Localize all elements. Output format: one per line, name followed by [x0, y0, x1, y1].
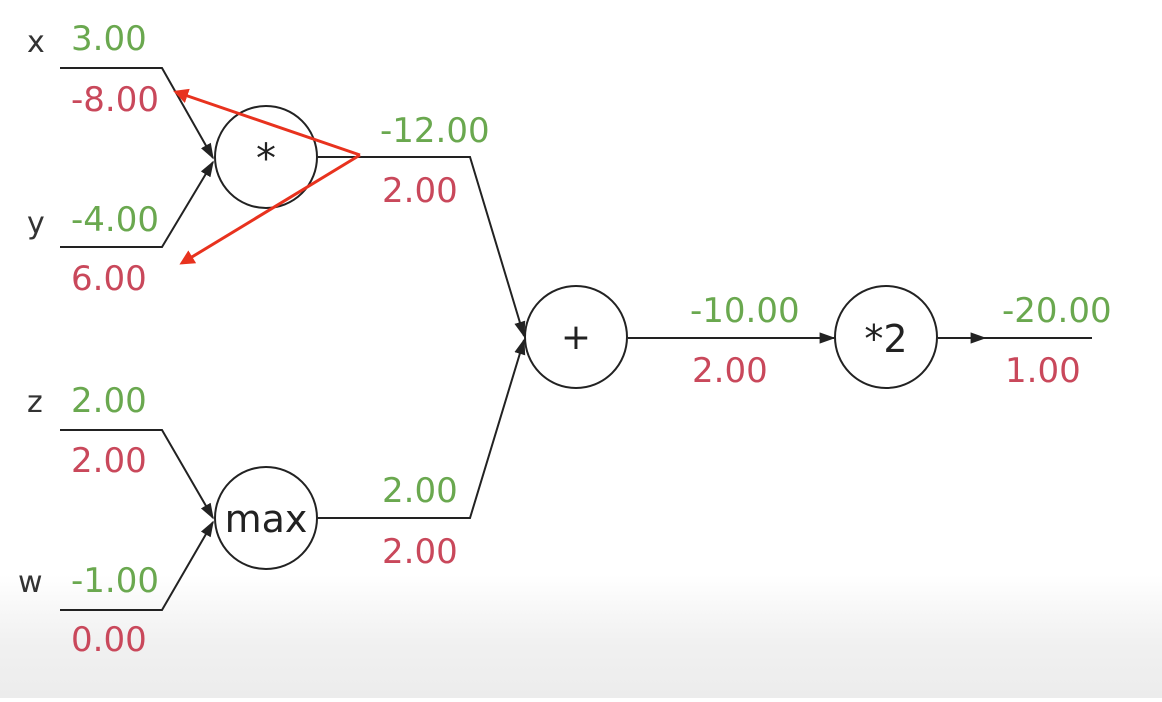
node-max-label: max	[225, 497, 308, 541]
input-w-value: -1.00	[71, 561, 159, 601]
input-x-label: x	[27, 25, 45, 60]
add-output-value: -10.00	[690, 291, 800, 331]
input-x-value: 3.00	[71, 19, 147, 59]
input-z-grad: 2.00	[71, 441, 147, 481]
gradient-annotation-arrows	[173, 88, 361, 265]
node-add-label: +	[561, 317, 591, 358]
red-arrow-to-x-grad	[173, 88, 361, 157]
node-mul-label: *	[256, 136, 276, 182]
wires	[60, 67, 1092, 611]
final-output-grad: 1.00	[1005, 351, 1081, 391]
gradient-values: -8.00 6.00 2.00 0.00 2.00 2.00 2.00 1.00	[71, 80, 1081, 660]
node-max: max	[214, 466, 318, 570]
input-w-label: w	[18, 565, 43, 600]
input-z-value: 2.00	[71, 381, 147, 421]
node-add: +	[524, 285, 628, 389]
max-output-grad: 2.00	[382, 532, 458, 572]
input-w-grad: 0.00	[71, 620, 147, 660]
wire-x-to-mul	[60, 67, 214, 160]
wire-z-to-max	[60, 429, 214, 520]
wire-max-to-add	[318, 338, 526, 519]
input-names: x y z w	[18, 25, 45, 600]
node-scale-label: *2	[864, 317, 907, 361]
red-arrow-to-y-grad	[179, 153, 361, 265]
wire-mul-to-add	[318, 156, 526, 338]
max-output-value: 2.00	[382, 471, 458, 511]
mul-output-grad: 2.00	[382, 171, 458, 211]
final-output-value: -20.00	[1002, 291, 1112, 331]
wire-y-to-mul	[60, 160, 214, 248]
input-z-label: z	[27, 385, 43, 420]
input-y-label: y	[27, 206, 45, 241]
input-y-grad: 6.00	[71, 259, 147, 299]
wire-w-to-max	[60, 520, 214, 611]
input-x-grad: -8.00	[71, 80, 159, 120]
node-scale: *2	[834, 285, 938, 389]
add-output-grad: 2.00	[692, 351, 768, 391]
input-y-value: -4.00	[71, 200, 159, 240]
forward-values: 3.00 -4.00 2.00 -1.00 -12.00 2.00 -10.00…	[71, 19, 1112, 601]
mul-output-value: -12.00	[380, 111, 490, 151]
